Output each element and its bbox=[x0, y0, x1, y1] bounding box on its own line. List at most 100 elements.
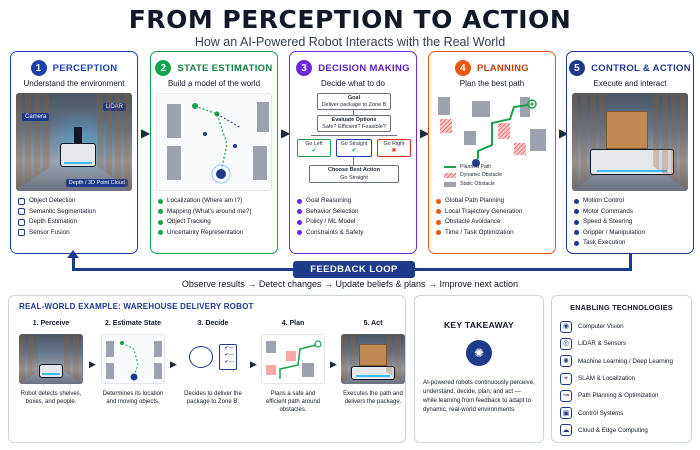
list-item: Semantic Segmentation bbox=[18, 207, 131, 218]
stage-title: PLANNING bbox=[476, 62, 529, 74]
fusion-icon bbox=[18, 229, 25, 237]
act-image bbox=[341, 334, 405, 384]
arrow-right-icon: ▶ bbox=[250, 359, 257, 369]
bullet-dot bbox=[574, 230, 579, 236]
eye-icon: ◉ bbox=[560, 320, 572, 333]
decide-image: ✔—✔—✔— bbox=[181, 334, 245, 384]
feedback-loop-label: FEEDBACK LOOP bbox=[293, 261, 415, 278]
decision-flowchart: Goal Deliver package to Zone B Evaluate … bbox=[295, 93, 411, 191]
arrow-right-icon: ▶ bbox=[141, 126, 151, 140]
bullet-dot bbox=[436, 219, 441, 225]
list-item: ↝Path Planning & Optimization bbox=[560, 387, 685, 404]
chip-icon: ▣ bbox=[560, 407, 572, 420]
goal-box: Goal Deliver package to Zone B bbox=[317, 93, 391, 110]
planning-map-image: Planned Path Dynamic Obstacle Static Obs… bbox=[434, 93, 550, 191]
takeaway-text: AI-powered robots continuously perceive,… bbox=[423, 379, 535, 413]
stage-perception: 1 PERCEPTION Understand the environment … bbox=[10, 51, 138, 254]
checklist-icon: ✔—✔—✔— bbox=[219, 344, 237, 370]
list-item: Behavior Selection bbox=[297, 207, 410, 218]
list-item: Obstacle Avoidance bbox=[436, 217, 549, 228]
list-item: Policy / ML Model bbox=[297, 217, 410, 228]
check-icon: ✔ bbox=[351, 148, 357, 154]
list-item: Task Execution bbox=[574, 238, 687, 249]
lidar-label: LiDAR bbox=[102, 103, 126, 111]
stage-subtitle: Execute and interact bbox=[593, 79, 667, 88]
cloud-icon: ☁ bbox=[560, 424, 572, 437]
robot-icon bbox=[60, 143, 96, 167]
example-step-perceive: 1. Perceive Robot detects shelves, boxes… bbox=[19, 320, 83, 405]
perception-robot-image: Camera LiDAR Depth / 3D Point Cloud bbox=[16, 93, 132, 191]
step-number: 4 bbox=[454, 60, 471, 76]
bullet-dot bbox=[574, 219, 579, 225]
brain-icon: ✺ bbox=[466, 340, 492, 366]
option-straight: Go Straight ✔ bbox=[336, 139, 372, 157]
list-item: Gripper / Manipulation bbox=[574, 228, 687, 239]
page-subtitle: How an AI-Powered Robot Interacts with t… bbox=[194, 35, 506, 49]
real-world-example-panel: REAL-WORLD EXAMPLE: WAREHOUSE DELIVERY R… bbox=[8, 295, 406, 443]
robot-icon bbox=[39, 364, 63, 378]
arrow-right-icon: ▶ bbox=[420, 126, 430, 140]
evaluate-box: Evaluate Options Safe? Efficient? Feasib… bbox=[317, 115, 391, 132]
list-item: Mapping (What's around me?) bbox=[158, 207, 271, 218]
package-box bbox=[606, 111, 648, 149]
page-title: FROM PERCEPTION TO ACTION bbox=[128, 5, 572, 34]
stage-planning: 4 PLANNING Plan the best path bbox=[428, 51, 556, 254]
path-icon: ↝ bbox=[560, 389, 572, 402]
bullet-dot bbox=[158, 230, 163, 236]
bullet-dot bbox=[436, 209, 441, 215]
choose-box: Choose Best Action Go Straight bbox=[309, 165, 399, 183]
list-item: ✺Machine Learning / Deep Learning bbox=[560, 353, 685, 370]
example-title: REAL-WORLD EXAMPLE: WAREHOUSE DELIVERY R… bbox=[19, 302, 254, 311]
occupancy-map bbox=[167, 102, 269, 184]
step-number: 1 bbox=[30, 60, 47, 76]
list-item: Speed & Steering bbox=[574, 217, 687, 228]
bullet-dot bbox=[297, 230, 302, 236]
decision-bullets: Goal Reasoning Behavior Selection Policy… bbox=[297, 196, 410, 238]
step-number: 3 bbox=[296, 60, 313, 76]
planning-bullets: Global Path Planning Local Trajectory Ge… bbox=[436, 196, 549, 238]
feedback-arrowhead-icon bbox=[67, 250, 79, 258]
brain-icon bbox=[189, 346, 213, 368]
list-item: ◉Computer Vision bbox=[560, 318, 685, 335]
feedback-left-riser bbox=[72, 254, 75, 270]
enabling-list: ◉Computer Vision ◎LiDAR & Sensors ✺Machi… bbox=[560, 318, 685, 439]
bullet-dot bbox=[297, 219, 302, 225]
list-item: Sensor Fusion bbox=[18, 228, 131, 239]
stage-title: PERCEPTION bbox=[52, 62, 118, 74]
bullet-dot bbox=[574, 209, 579, 215]
arrow-right-icon: ▶ bbox=[559, 126, 569, 140]
feedback-right-riser bbox=[629, 254, 632, 270]
bullet-dot bbox=[158, 209, 163, 215]
bullet-dot bbox=[436, 198, 441, 204]
example-step-act: 5. Act Executes the path and delivers th… bbox=[341, 320, 405, 406]
stage-decision-making: 3 DECISION MAKING Decide what to do Goal… bbox=[289, 51, 417, 254]
depth-icon bbox=[18, 218, 25, 226]
list-item: Motor Commands bbox=[574, 207, 687, 218]
legend-dynamic-obstacle: Dynamic Obstacle bbox=[460, 172, 503, 178]
list-item: Uncertainty Representation bbox=[158, 228, 271, 239]
list-item: Motion Control bbox=[574, 196, 687, 207]
list-item: ◎LiDAR & Sensors bbox=[560, 335, 685, 352]
legend-planned-path: Planned Path bbox=[460, 164, 492, 170]
plan-image bbox=[261, 334, 325, 384]
stage-subtitle: Build a model of the world bbox=[167, 79, 261, 88]
list-item: Goal Reasoning bbox=[297, 196, 410, 207]
stage-title: CONTROL & ACTION bbox=[591, 62, 691, 74]
stage-subtitle: Decide what to do bbox=[320, 79, 386, 88]
bullet-dot bbox=[574, 240, 579, 246]
map-icon: ⌖ bbox=[560, 372, 572, 385]
stage-title: DECISION MAKING bbox=[318, 62, 410, 74]
path-map bbox=[438, 97, 546, 187]
stage-state-estimation: 2 STATE ESTIMATION Build a model of the … bbox=[150, 51, 278, 254]
list-item: Constraints & Safety bbox=[297, 228, 410, 239]
list-item: Object Tracking bbox=[158, 217, 271, 228]
control-robot-image bbox=[572, 93, 688, 191]
bullet-dot bbox=[297, 198, 302, 204]
lidar-icon: ◎ bbox=[560, 337, 572, 350]
brain-icon: ✺ bbox=[560, 355, 572, 368]
robot-mast bbox=[74, 127, 82, 143]
perceive-image bbox=[19, 334, 83, 384]
perception-bullets: Object Detection Semantic Segmentation D… bbox=[18, 196, 131, 238]
arrow-right-icon: ▶ bbox=[170, 359, 177, 369]
segment-icon bbox=[18, 208, 25, 216]
